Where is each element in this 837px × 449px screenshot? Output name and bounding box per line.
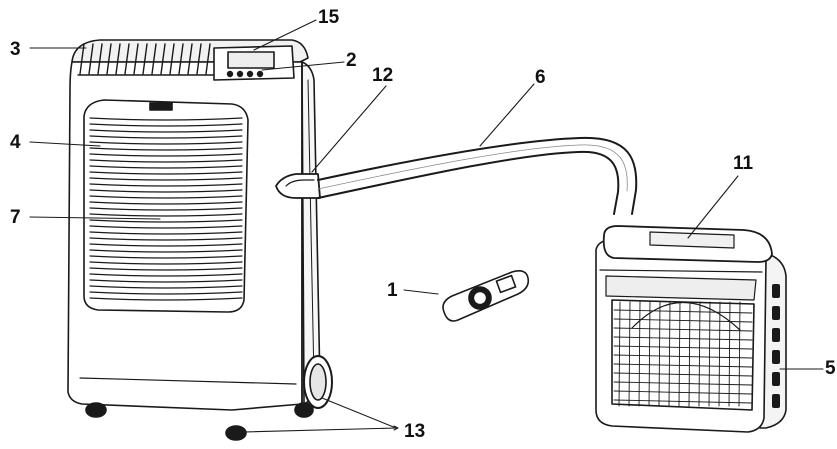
grille-louvre	[89, 129, 243, 133]
grille-louvre	[89, 183, 243, 187]
grille-mesh-line	[613, 318, 753, 323]
grille-louvre	[89, 273, 243, 277]
leader-line-1	[403, 289, 439, 295]
callout-7: 7	[10, 207, 21, 228]
grille-louvre	[89, 135, 243, 139]
grille-mesh-line	[678, 301, 681, 407]
callout-15: 15	[318, 7, 340, 28]
grille-mesh-line	[698, 301, 701, 407]
callout-2: 2	[346, 50, 357, 71]
grille-mesh-line	[613, 390, 753, 395]
connecting-hose	[317, 136, 638, 215]
grille-louvre	[89, 255, 243, 259]
callout-12: 12	[372, 65, 394, 86]
grille-louvre	[89, 159, 243, 163]
front-air-intake-grille	[83, 99, 249, 313]
leader-line-4	[29, 141, 101, 147]
grille-louvre	[89, 123, 243, 127]
leader-line-7	[29, 216, 161, 220]
leader-line-2	[261, 61, 345, 71]
grille-louvre	[89, 195, 243, 199]
grille-mesh-line	[613, 354, 753, 359]
grille-mesh-line	[613, 363, 753, 368]
grille-louvre	[89, 171, 243, 175]
grille-louvre	[89, 297, 243, 301]
grille-mesh-line	[613, 345, 753, 350]
callout-13: 13	[404, 421, 426, 442]
callout-6: 6	[535, 67, 546, 88]
remote-control	[442, 270, 530, 322]
leader-lines	[29, 19, 824, 433]
grille-mesh-line	[738, 301, 741, 407]
callout-3: 3	[10, 39, 21, 60]
castor-wheels	[85, 402, 314, 441]
grille-mesh-line	[613, 399, 753, 404]
remote-display	[495, 274, 517, 294]
grille-louvre	[89, 219, 243, 223]
grille-louvre	[89, 189, 243, 193]
grille-louvre	[89, 249, 243, 253]
leader-line-11	[687, 175, 739, 239]
grille-louvre	[89, 153, 243, 157]
castor-wheel	[85, 402, 107, 418]
grille-louvre	[89, 177, 243, 181]
display-window	[227, 51, 275, 69]
control-button	[246, 70, 254, 78]
control-button	[226, 70, 234, 78]
grille-louvre	[89, 141, 243, 145]
grille-mesh-line	[718, 301, 721, 407]
top-air-outlet-grille	[77, 43, 216, 76]
callout-4: 4	[10, 132, 21, 153]
callout-5: 5	[825, 358, 836, 379]
grille-louvre	[89, 165, 243, 169]
grille-louvre	[89, 267, 243, 271]
castor-wheel	[294, 402, 314, 418]
grille-louvre	[89, 231, 243, 235]
leader-line-6	[479, 83, 535, 147]
grille-mesh-line	[613, 372, 753, 377]
callout-1: 1	[387, 280, 398, 301]
leader-line-15	[253, 19, 317, 51]
grille-mesh-line	[613, 336, 753, 341]
outdoor-unit-side-grille	[772, 284, 780, 408]
grille-mesh-line	[668, 301, 671, 407]
indoor-unit	[67, 39, 333, 441]
control-button	[256, 70, 264, 78]
outdoor-unit	[595, 225, 787, 433]
grille-louvre	[89, 291, 243, 295]
grille-louvre	[89, 117, 243, 121]
castor-wheel	[225, 425, 247, 441]
grille-louvre	[89, 207, 243, 211]
grille-louvre	[89, 201, 243, 205]
grille-louvre	[89, 213, 243, 217]
callout-11: 11	[733, 153, 754, 174]
grille-louvre	[89, 285, 243, 289]
grille-mesh-line	[658, 301, 661, 407]
hose-connector	[275, 173, 321, 199]
grille-louvre	[89, 225, 243, 229]
grille-mesh-line	[613, 381, 753, 386]
grille-mesh-line	[613, 327, 753, 332]
leader-line-13a	[243, 427, 397, 433]
grille-louvre	[89, 147, 243, 151]
grille-mesh-line	[688, 301, 691, 407]
leader-line-12	[311, 85, 387, 173]
grille-louvre	[89, 237, 243, 241]
leader-line-13b	[321, 397, 397, 429]
grille-mesh-line	[613, 309, 753, 314]
control-panel	[213, 45, 295, 81]
grille-mesh-line	[708, 301, 711, 407]
grille-louvre	[89, 279, 243, 283]
grille-louvre	[89, 261, 243, 265]
grille-louvre	[89, 243, 243, 247]
grille-mesh-line	[728, 301, 731, 407]
control-button	[236, 70, 244, 78]
side-wheel	[303, 355, 333, 409]
